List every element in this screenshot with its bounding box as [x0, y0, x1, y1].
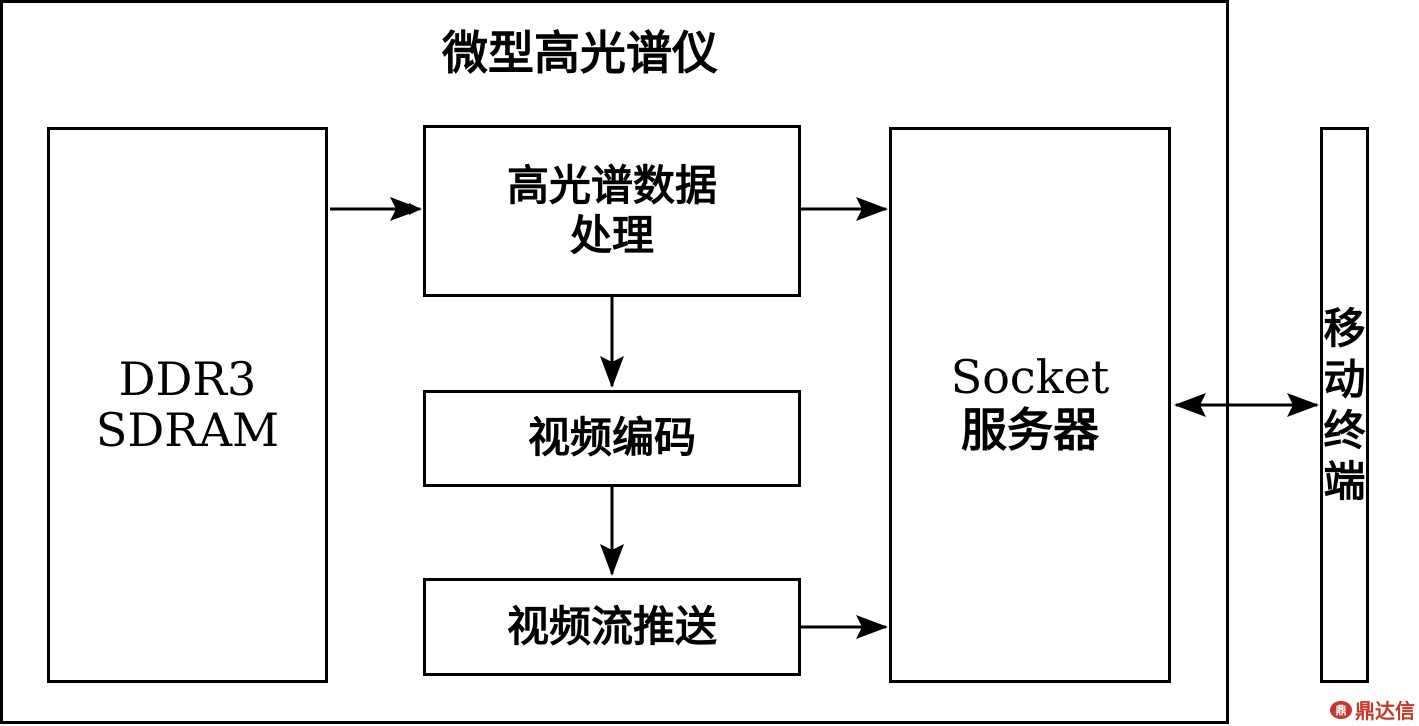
- container-title: 微型高光谱仪: [442, 26, 718, 80]
- arrowhead-processing-to-encoding: [600, 356, 624, 388]
- watermark-text: 鼎达信: [1355, 699, 1415, 723]
- server-label: 服务器: [961, 402, 1099, 457]
- watermark: 鼎 鼎达信: [1330, 695, 1415, 724]
- arrowhead-ddr3-to-processing: [390, 197, 422, 221]
- video-encoding-node: 视频编码: [423, 390, 801, 487]
- streaming-label: 视频流推送: [506, 601, 717, 651]
- arrowhead-processing-to-socket: [856, 197, 888, 221]
- processing-label-line1: 高光谱数据: [506, 160, 717, 210]
- arrowhead-streaming-to-socket: [856, 615, 888, 639]
- data-processing-node: 高光谱数据 处理: [423, 125, 801, 297]
- arrowhead-encoding-to-streaming: [600, 544, 624, 576]
- socket-server-node: Socket 服务器: [889, 127, 1171, 683]
- watermark-logo-icon: 鼎: [1330, 700, 1352, 719]
- mobile-char-3: 终: [1323, 406, 1366, 455]
- sdram-label: SDRAM: [95, 403, 280, 457]
- video-streaming-node: 视频流推送: [423, 578, 801, 676]
- socket-label: Socket: [950, 350, 1110, 405]
- mobile-char-1: 移: [1323, 303, 1366, 353]
- ddr3-label: DDR3: [118, 352, 257, 407]
- encoding-label: 视频编码: [527, 413, 696, 463]
- ddr3-sdram-node: DDR3 SDRAM: [47, 127, 328, 683]
- mobile-char-4: 端: [1323, 457, 1366, 507]
- mobile-char-2: 动: [1323, 354, 1366, 404]
- arrowhead-to-socket: [1174, 393, 1206, 417]
- processing-label-line2: 处理: [569, 211, 654, 260]
- arrowhead-to-mobile: [1287, 393, 1319, 417]
- mobile-terminal-label: 移 动 终 端: [1323, 303, 1365, 508]
- mobile-terminal-node: 移 动 终 端: [1320, 127, 1369, 683]
